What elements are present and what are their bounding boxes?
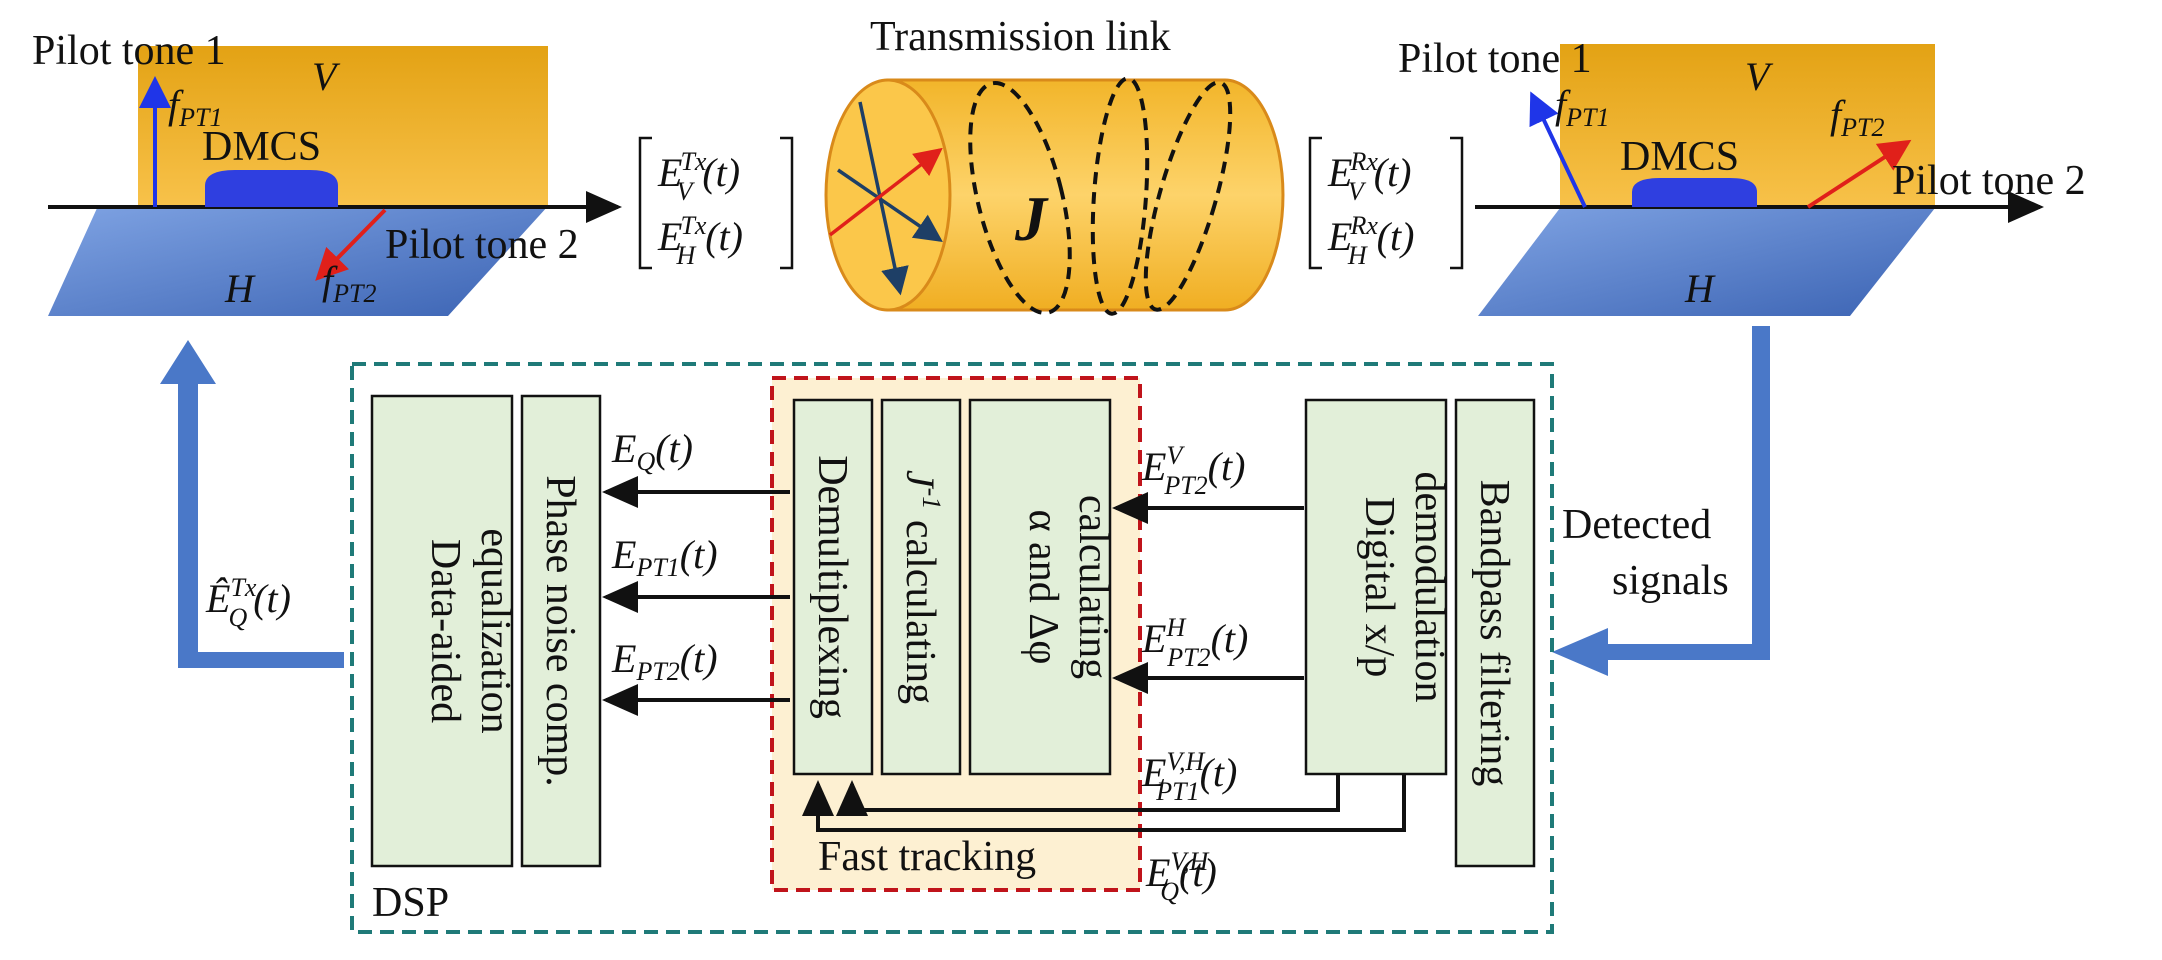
tx-v-label: V: [312, 54, 341, 99]
tx-dmcs-label: DMCS: [202, 124, 321, 170]
tx-pilot-tone-2-label: Pilot tone 2: [385, 222, 579, 268]
demultiplexing-label: Demultiplexing: [809, 455, 855, 719]
rx-dmcs-spectrum: [1632, 178, 1757, 207]
data-aided-equalization-label-2: equalization: [472, 528, 518, 733]
alpha-phase-calc-label-2: calculating: [1070, 495, 1116, 679]
ept2-signal-label: EPT2(t): [611, 636, 718, 686]
rx-vector-right-bracket: [1450, 136, 1464, 270]
vh-pt1-feedback-line: [836, 774, 1340, 816]
rx-h-plane: [1478, 208, 1935, 316]
demultiplexing-box: [792, 398, 874, 776]
rx-pilot-tone-1-label: Pilot tone 1: [1398, 36, 1592, 82]
tx-vector-left-bracket: [638, 136, 652, 270]
detected-signal-flow: [1552, 326, 1770, 664]
digital-demodulation-box: [1304, 398, 1448, 776]
vh-q-feedback-line: [802, 774, 1406, 832]
rotating-polarization-3: [1143, 80, 1233, 312]
dsp-label: DSP: [372, 880, 449, 926]
dsp-boundary: [350, 362, 1554, 934]
demux-outputs: EQ(t) EPT1(t) EPT2(t): [602, 426, 790, 716]
fast-tracking-label: Fast tracking: [818, 834, 1036, 880]
digital-demodulation-label: Digital x/p: [1356, 497, 1402, 678]
tx-vector-right-bracket: [780, 136, 794, 270]
bandpass-filtering-label: Bandpass filtering: [1471, 480, 1517, 787]
tx-h-label: H: [224, 266, 256, 311]
tx-dmcs-spectrum: [205, 170, 338, 207]
jones-inverse-box: [880, 398, 962, 776]
alpha-phase-calc-box: [968, 398, 1112, 776]
tx-h-plane: [48, 206, 548, 316]
transmission-link: Transmission link J: [824, 14, 1285, 316]
fiber-cylinder-body: [886, 78, 1285, 312]
signal-flow-arrows: [160, 326, 1770, 676]
dsp-to-tx-arrow: [160, 340, 344, 668]
ept1-signal-label: EPT1(t): [611, 532, 718, 582]
jones-inverse-label: J-1 calculating: [897, 470, 946, 704]
tx-polarization-planes: Pilot tone 1 V fPT1 DMCS Pilot tone 2 H …: [32, 28, 622, 316]
digital-demodulation-label-2: demodulation: [1406, 472, 1452, 703]
bandpass-filtering-box: [1454, 398, 1536, 868]
rx-h-label: H: [1684, 266, 1716, 311]
transmission-link-title: Transmission link: [870, 14, 1171, 60]
rx-to-dsp-arrow: [1552, 326, 1770, 676]
phase-noise-comp-label: Phase noise comp.: [537, 475, 583, 786]
alpha-phase-calc-label: α and Δφ: [1020, 510, 1066, 665]
rx-dmcs-label: DMCS: [1620, 134, 1739, 180]
rx-pilot1-arrow: [1529, 91, 1587, 208]
jones-matrix-label: J: [1014, 183, 1049, 254]
rx-vector-left-bracket: [1308, 136, 1322, 270]
tx-pilot-tone-1-label: Pilot tone 1: [32, 28, 226, 74]
detected-signals-label-1: Detected: [1562, 502, 1711, 548]
tx-v-plane: [138, 46, 548, 206]
rx-pilot2-arrow: [1806, 139, 1912, 209]
rx-v-label: V: [1745, 54, 1774, 99]
data-aided-equalization-label: Data-aided: [422, 539, 468, 723]
eq-signal-label: EQ(t): [611, 426, 693, 476]
phase-noise-comp-box: [520, 394, 602, 868]
data-aided-equalization-box: [370, 394, 514, 868]
polarization-axis-3: [828, 147, 943, 237]
detected-signals-label-2: signals: [1612, 558, 1729, 604]
rotating-polarization-1: [968, 81, 1072, 315]
fiber-cylinder-face: [824, 78, 952, 312]
processing-blocks: Data-aided equalization Phase noise comp…: [370, 394, 1536, 868]
polarization-axis-2: [837, 168, 943, 242]
rx-polarization-planes: Pilot tone 1 V fPT1 fPT2 DMCS Pilot tone…: [1398, 36, 2086, 316]
rx-fpt1-label: fPT1: [1555, 82, 1609, 132]
tx-fpt1-label: fPT1: [168, 82, 222, 132]
tx-pilot2-arrow: [315, 208, 387, 281]
rx-pilot-tone-2-label: Pilot tone 2: [1892, 158, 2086, 204]
rotating-polarization-2: [1090, 76, 1150, 316]
